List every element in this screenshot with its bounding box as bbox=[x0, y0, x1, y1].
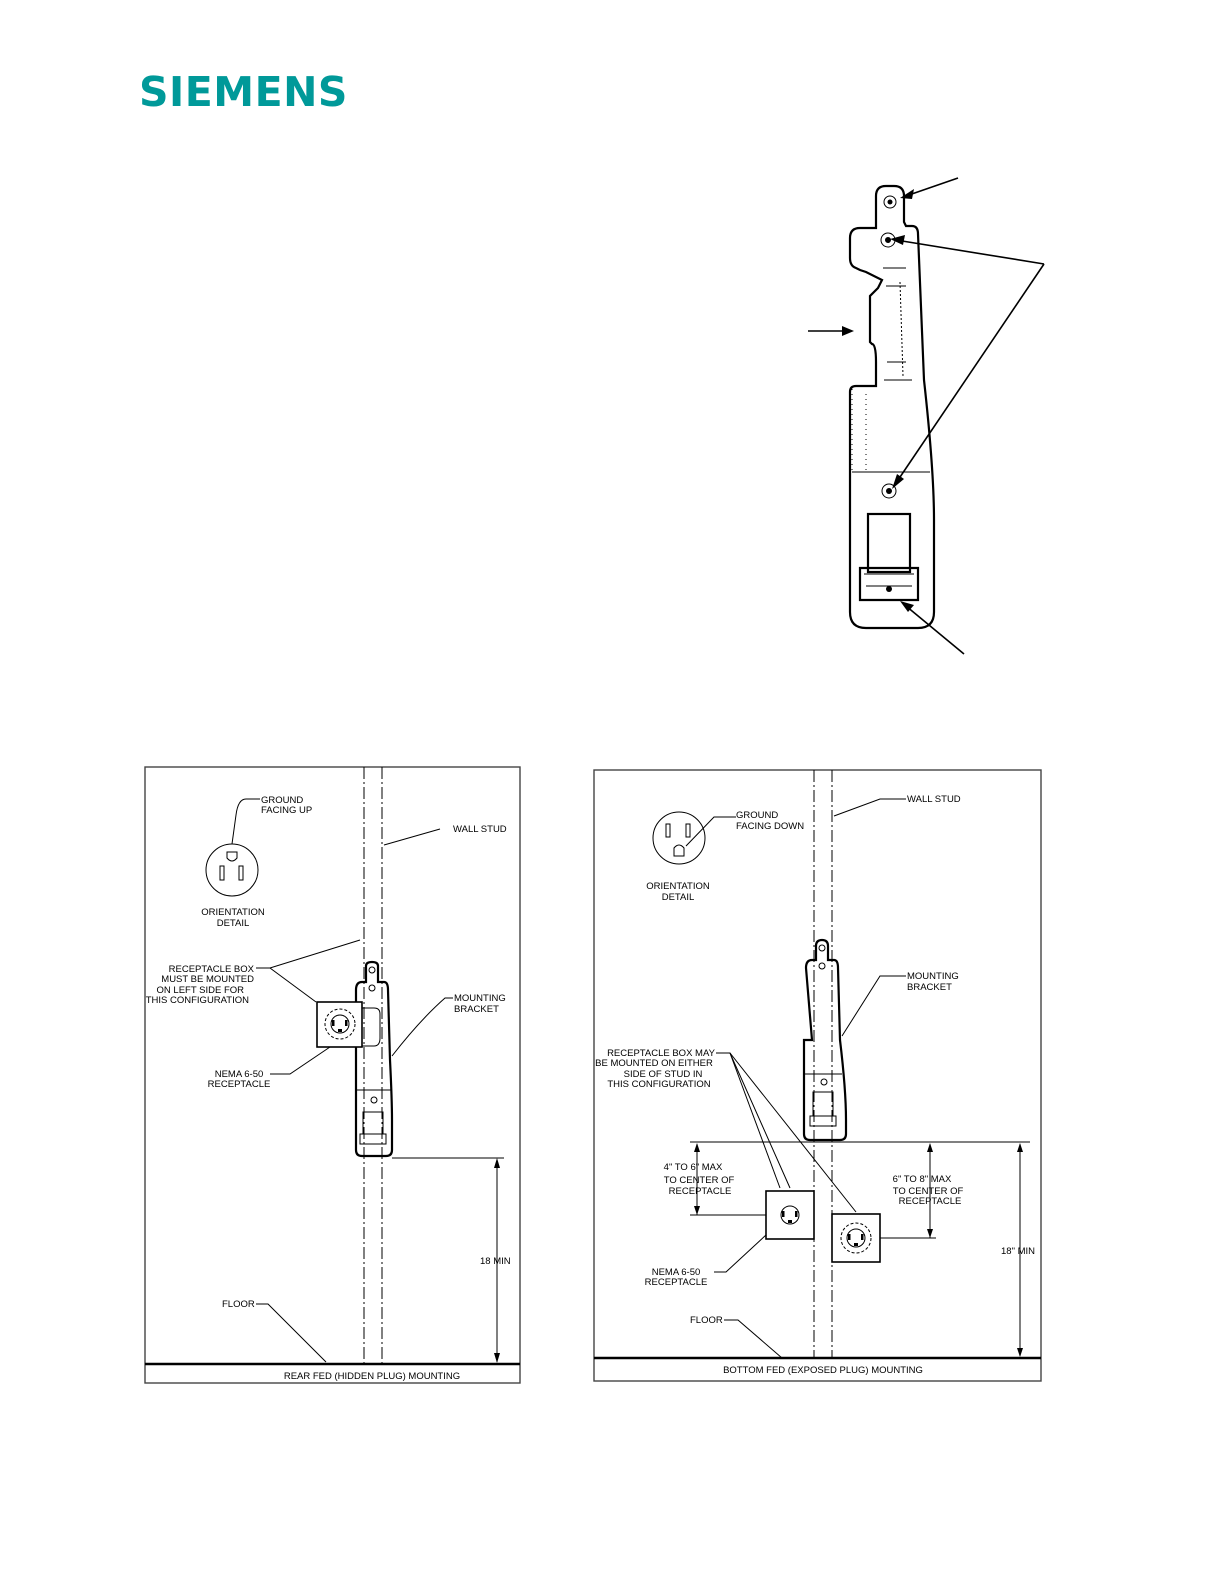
mounting-bracket-label: MOUNTING bbox=[907, 971, 959, 982]
ground-label: FACING UP bbox=[261, 805, 312, 816]
receptacle-box-note: SIDE OF STUD IN bbox=[624, 1069, 703, 1080]
nema-receptacle-label: NEMA 6-50 bbox=[652, 1267, 701, 1278]
receptacle-box-note: ON LEFT SIDE FOR bbox=[157, 985, 245, 996]
floor-label: FLOOR bbox=[690, 1315, 723, 1326]
wall-stud-label: WALL STUD bbox=[453, 824, 507, 835]
ground-label: GROUND bbox=[261, 795, 303, 806]
orientation-detail-label: ORIENTATION bbox=[646, 881, 710, 892]
receptacle-box-note: RECEPTACLE BOX bbox=[169, 964, 255, 975]
bottom-fed-panel: GROUND FACING DOWN ORIENTATION DETAIL WA… bbox=[593, 769, 1042, 1382]
receptacle-box-note: MUST BE MOUNTED bbox=[161, 974, 254, 985]
left-offset-label: TO CENTER OF bbox=[664, 1175, 735, 1186]
mounting-bracket-label: BRACKET bbox=[907, 982, 952, 993]
ground-label: GROUND bbox=[736, 810, 778, 821]
receptacle-box-note: RECEPTACLE BOX MAY bbox=[607, 1048, 716, 1059]
wall-stud-label: WALL STUD bbox=[907, 794, 961, 805]
nema-receptacle-label: NEMA 6-50 bbox=[215, 1069, 264, 1080]
right-offset-label: 6" TO 8" MAX bbox=[893, 1174, 952, 1185]
right-offset-label: RECEPTACLE bbox=[899, 1196, 962, 1207]
left-offset-label: 4" TO 6" MAX bbox=[664, 1162, 723, 1173]
siemens-logo: SIEMENS bbox=[139, 68, 348, 116]
bracket-detail bbox=[808, 177, 1045, 655]
nema-receptacle-label: RECEPTACLE bbox=[208, 1079, 271, 1090]
rear-fed-panel: GROUND FACING UP ORIENTATION DETAIL WALL… bbox=[144, 766, 521, 1384]
nema-receptacle-label: RECEPTACLE bbox=[645, 1277, 708, 1288]
bracket-outline bbox=[848, 184, 936, 630]
panel-caption: BOTTOM FED (EXPOSED PLUG) MOUNTING bbox=[723, 1365, 923, 1376]
height-label: 18 MIN bbox=[480, 1256, 511, 1267]
ground-label: FACING DOWN bbox=[736, 821, 804, 832]
right-offset-label: TO CENTER OF bbox=[893, 1186, 964, 1197]
height-label: 18" MIN bbox=[1001, 1246, 1035, 1257]
receptacle-box-note: THIS CONFIGURATION bbox=[146, 995, 249, 1006]
mounting-bracket-label: MOUNTING bbox=[454, 993, 506, 1004]
orientation-detail-label: ORIENTATION bbox=[201, 907, 265, 918]
orientation-detail-label: DETAIL bbox=[217, 918, 250, 929]
receptacle-box-note: THIS CONFIGURATION bbox=[607, 1079, 710, 1090]
floor-label: FLOOR bbox=[222, 1299, 255, 1310]
orientation-detail-label: DETAIL bbox=[662, 892, 695, 903]
panel-caption: REAR FED (HIDDEN PLUG) MOUNTING bbox=[284, 1371, 460, 1382]
left-offset-label: RECEPTACLE bbox=[669, 1186, 732, 1197]
mounting-bracket-label: BRACKET bbox=[454, 1004, 499, 1015]
receptacle-box-note: BE MOUNTED ON EITHER bbox=[595, 1058, 713, 1069]
